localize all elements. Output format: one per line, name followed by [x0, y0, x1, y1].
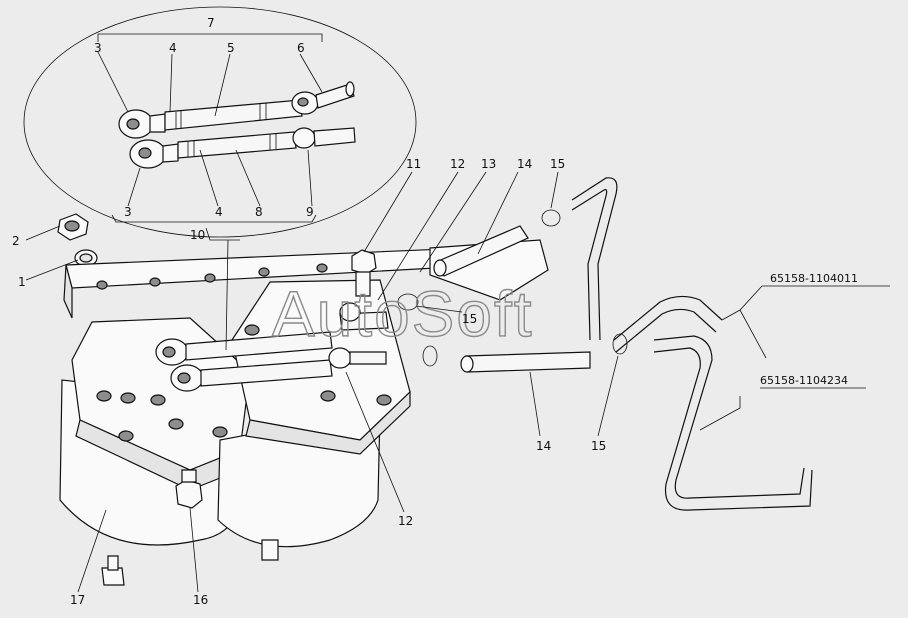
callout-7: 7 — [207, 16, 215, 30]
part-number-labels: 65158-1104011 65158-1104234 — [760, 272, 858, 387]
callout-5: 5 — [227, 41, 235, 55]
callout-8: 8 — [255, 205, 263, 219]
fuel-line-lower — [129, 127, 356, 169]
callout-1: 1 — [18, 275, 26, 289]
callout-6: 6 — [297, 41, 305, 55]
callout-2: 2 — [12, 234, 20, 248]
callout-9: 9 — [306, 205, 314, 219]
nut-and-washer — [25, 213, 98, 281]
callout-11: 11 — [406, 157, 421, 171]
callout-4b: 4 — [215, 205, 223, 219]
leader-lines — [77, 171, 890, 593]
callout-15c: 15 — [591, 439, 606, 453]
detail-view — [23, 6, 417, 238]
callout-12b: 12 — [398, 514, 413, 528]
callout-14b: 14 — [536, 439, 551, 453]
callout-3b: 3 — [124, 205, 132, 219]
callout-10: 10 — [190, 228, 205, 242]
banjo-bolt — [351, 249, 377, 297]
fuel-line-upper — [118, 81, 355, 139]
callout-15: 15 — [550, 157, 565, 171]
callout-14: 14 — [517, 157, 532, 171]
hoses-and-clamps — [397, 209, 628, 373]
callout-12: 12 — [450, 157, 465, 171]
callout-4: 4 — [169, 41, 177, 55]
callout-17: 17 — [70, 593, 85, 607]
watermark: AutoSoft — [272, 278, 534, 350]
fuel-lines-installed — [155, 302, 389, 392]
part-number-2: 65158-1104234 — [760, 374, 848, 387]
steel-pipes — [571, 177, 813, 511]
part-number-1: 65158-1104011 — [770, 272, 858, 285]
drain-plug — [175, 469, 203, 509]
callout-3: 3 — [94, 41, 102, 55]
callout-16: 16 — [193, 593, 208, 607]
callout-15b: 15 — [462, 312, 477, 326]
callout-13: 13 — [481, 157, 496, 171]
callout-labels: 1 2 3 4 5 6 7 3 4 8 9 10 11 12 13 14 15 … — [12, 16, 606, 607]
